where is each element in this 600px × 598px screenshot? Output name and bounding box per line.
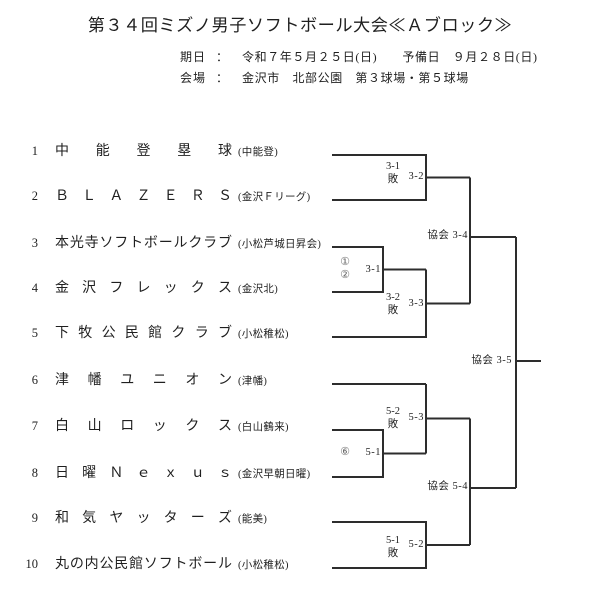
team-number: 8 bbox=[31, 466, 38, 480]
team-affiliation: (小松稚松) bbox=[238, 560, 289, 571]
team-affiliation: (金沢北) bbox=[238, 284, 278, 295]
venue-label: 会場 bbox=[180, 71, 207, 85]
date-value: 令和７年５月２５日(日) 予備日 ９月２８日(日) bbox=[242, 50, 538, 64]
team-number: 1 bbox=[31, 144, 38, 158]
team-row-3: 3 本光寺ソフトボールクラブ (小松芦城日昇会) bbox=[18, 235, 321, 251]
team-row-1: 1 中能登塁球 (中能登) bbox=[18, 143, 278, 159]
umpire-line: ② bbox=[340, 268, 350, 281]
team-number: 9 bbox=[31, 511, 38, 525]
game-number-5-3: 5-3 bbox=[408, 412, 424, 423]
team-row-5: 5 下牧公民館クラブ (小松稚松) bbox=[18, 325, 289, 341]
umpire-line: 敗 bbox=[387, 418, 399, 430]
venue-colon: ： bbox=[216, 71, 229, 85]
team-row-4: 4 金沢フレックス (金沢北) bbox=[18, 280, 278, 296]
umpire-line: ⑥ bbox=[340, 446, 350, 458]
umpire-line: 敗 bbox=[387, 173, 399, 185]
team-name: 下牧公民館クラブ bbox=[55, 326, 232, 341]
team-name: 津幡ユニオン bbox=[55, 373, 232, 388]
umpire-line: 敗 bbox=[387, 304, 399, 316]
umpire-line: 5-2 bbox=[386, 406, 400, 417]
team-name: 中能登塁球 bbox=[55, 144, 232, 159]
team-row-9: 9 和気ヤッターズ (能美) bbox=[18, 510, 267, 526]
team-row-7: 7 白山ロックス (白山鶴来) bbox=[18, 418, 289, 434]
team-number: 4 bbox=[31, 281, 38, 295]
team-number: 7 bbox=[31, 419, 38, 433]
team-name: 和気ヤッターズ bbox=[55, 511, 232, 526]
team-affiliation: (能美) bbox=[238, 514, 268, 525]
team-number: 6 bbox=[31, 373, 38, 387]
bracket-final bbox=[515, 237, 541, 488]
date-colon: ： bbox=[216, 50, 229, 64]
umpire-line: ① bbox=[340, 256, 350, 268]
umpire-note-game-3-1: ① ② bbox=[334, 256, 356, 281]
team-name: 白山ロックス bbox=[55, 419, 232, 434]
team-affiliation: (小松稚松) bbox=[238, 329, 289, 340]
game-number-5-4: 協会 5-4 bbox=[427, 481, 468, 492]
team-number: 2 bbox=[31, 189, 38, 203]
team-number: 10 bbox=[25, 557, 39, 571]
umpire-note-game-5-2: 5-1 敗 bbox=[380, 535, 406, 560]
umpire-note-game-3-2: 3-1 敗 bbox=[380, 161, 406, 186]
umpire-note-game-3-3: 3-2 敗 bbox=[380, 292, 406, 317]
game-number-5-1: 5-1 bbox=[365, 447, 381, 458]
date-row: 期日 ： 令和７年５月２５日(日) 予備日 ９月２８日(日) bbox=[180, 49, 538, 65]
venue-row: 会場 ： 金沢市 北部公園 第３球場・第５球場 bbox=[180, 70, 469, 86]
page-title: 第３４回ミズノ男子ソフトボール大会≪Ａブロック≫ bbox=[87, 16, 513, 35]
umpire-line: 3-1 bbox=[386, 161, 400, 172]
team-row-6: 6 津幡ユニオン (津幡) bbox=[18, 372, 267, 388]
game-number-3-2: 3-2 bbox=[408, 171, 424, 182]
umpire-note-game-5-1: ⑥ bbox=[334, 446, 356, 459]
team-name: 本光寺ソフトボールクラブ bbox=[55, 236, 232, 251]
team-name: 金沢フレックス bbox=[55, 281, 232, 296]
venue-value: 金沢市 北部公園 第３球場・第５球場 bbox=[242, 71, 469, 85]
team-affiliation: (金沢Ｆリーグ) bbox=[238, 192, 311, 203]
team-number: 5 bbox=[31, 326, 38, 340]
game-number-3-3: 3-3 bbox=[408, 298, 424, 309]
team-affiliation: (白山鶴来) bbox=[238, 422, 289, 433]
umpire-line: 3-2 bbox=[386, 292, 400, 303]
umpire-line: 敗 bbox=[387, 547, 399, 559]
game-number-3-1: 3-1 bbox=[365, 264, 381, 275]
game-number-3-4: 協会 3-4 bbox=[427, 230, 468, 241]
umpire-line: 5-1 bbox=[386, 535, 400, 546]
bracket-bottom-half bbox=[332, 383, 516, 569]
team-affiliation: (中能登) bbox=[238, 147, 278, 158]
game-number-3-5-final: 協会 3-5 bbox=[471, 355, 512, 366]
bracket-top-half bbox=[332, 154, 516, 338]
team-number: 3 bbox=[31, 236, 38, 250]
team-affiliation: (金沢早朝日曜) bbox=[238, 469, 311, 480]
date-label: 期日 bbox=[180, 50, 207, 64]
game-number-5-2: 5-2 bbox=[408, 539, 424, 550]
team-name: 丸の内公民館ソフトボール bbox=[55, 557, 232, 572]
team-affiliation: (小松芦城日昇会) bbox=[238, 239, 322, 250]
team-affiliation: (津幡) bbox=[238, 376, 268, 387]
umpire-note-game-5-3: 5-2 敗 bbox=[380, 406, 406, 431]
team-row-10: 10 丸の内公民館ソフトボール (小松稚松) bbox=[18, 556, 289, 572]
